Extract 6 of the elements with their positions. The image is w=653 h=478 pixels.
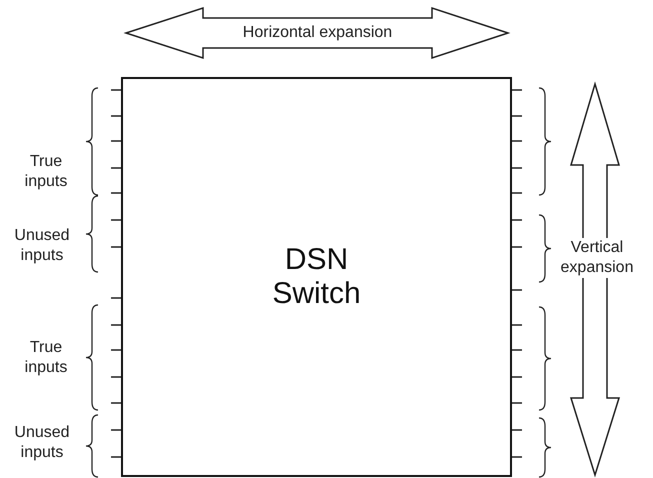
switch-label: DSN Switch	[271, 243, 362, 311]
annotation-label: Horizontal expansion	[242, 23, 394, 43]
annotation-label: True inputs	[24, 152, 68, 192]
annotation-label: True inputs	[24, 338, 68, 378]
annotation-label: Unused inputs	[13, 226, 71, 266]
annotation-label: Unused inputs	[13, 423, 71, 463]
